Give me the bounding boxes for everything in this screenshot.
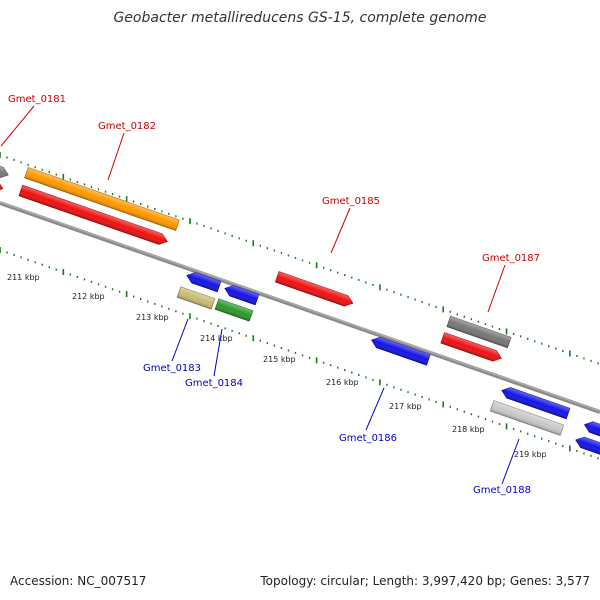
feature-blue-edge-2[interactable] [574, 435, 600, 456]
tick-label-211: 211 kbp [7, 273, 40, 282]
feature-gmet-0184[interactable] [214, 298, 254, 322]
leader-gmet-0188 [501, 438, 520, 485]
feature-gmet-0188[interactable] [489, 400, 565, 436]
feature-gmet-0181[interactable] [0, 159, 10, 180]
feature-gmet-0182[interactable] [24, 166, 180, 232]
leader-gmet-0182 [107, 132, 125, 181]
feature-blue-upper-1[interactable] [185, 270, 222, 293]
leader-gmet-0183 [171, 318, 189, 362]
feature-gmet-0188-shading [490, 400, 564, 436]
feature-blue-edge-2-shading [575, 437, 600, 456]
feature-red-0187-pair-shading [440, 332, 502, 362]
feature-blue-lower-1-shading [501, 387, 570, 419]
feature-blue-upper-2-shading [224, 285, 259, 305]
feature-gmet-0187-shading [446, 316, 512, 348]
gene-features [0, 159, 600, 456]
label-gmet-0185[interactable]: Gmet_0185 [322, 196, 380, 207]
feature-blue-edge-1-shading [584, 421, 600, 437]
leader-gmet-0186 [365, 387, 385, 431]
feature-red-0182-pair-shading [19, 185, 168, 245]
leader-gmet-0181 [0, 105, 35, 147]
tick-label-214: 214 kbp [200, 334, 233, 343]
feature-blue-upper-1-shading [186, 272, 221, 292]
feature-blue-edge-1[interactable] [583, 420, 600, 437]
feature-small-red-left-shading [0, 180, 3, 192]
gene-labels: Gmet_0181 Gmet_0182 Gmet_0185 Gmet_0187 … [8, 94, 540, 496]
tick-label-217: 217 kbp [389, 402, 422, 411]
feature-blue-lower-1[interactable] [500, 385, 571, 420]
feature-red-0187-pair[interactable] [440, 332, 503, 364]
genome-backbone [0, 201, 600, 414]
feature-gmet-0183-shading [177, 286, 215, 310]
feature-gmet-0186[interactable] [370, 335, 431, 366]
label-gmet-0184[interactable]: Gmet_0184 [185, 378, 243, 389]
genome-summary-text: Topology: circular; Length: 3,997,420 bp… [260, 574, 590, 588]
feature-gmet-0185-shading [275, 271, 353, 307]
feature-gmet-0182-shading [24, 167, 180, 231]
label-gmet-0188[interactable]: Gmet_0188 [473, 485, 531, 496]
label-gmet-0183[interactable]: Gmet_0183 [143, 363, 201, 374]
leader-gmet-0184 [213, 328, 223, 377]
genome-title: Geobacter metallireducens GS-15, complet… [113, 10, 487, 26]
label-gmet-0186[interactable]: Gmet_0186 [339, 433, 397, 444]
reverse-ruler [0, 247, 599, 460]
feature-gmet-0181-shading [0, 159, 9, 178]
tick-label-212: 212 kbp [72, 292, 105, 301]
feature-gmet-0185[interactable] [274, 271, 354, 309]
forward-ruler [0, 152, 599, 365]
label-leader-lines [0, 105, 520, 485]
tick-label-215: 215 kbp [263, 355, 296, 364]
tick-label-219: 219 kbp [514, 450, 547, 459]
tick-label-218: 218 kbp [452, 425, 485, 434]
ruler-labels: 211 kbp 212 kbp 213 kbp 214 kbp 215 kbp … [7, 273, 547, 459]
feature-blue-upper-2[interactable] [223, 283, 260, 306]
feature-small-red-left[interactable] [0, 179, 5, 194]
accession-text: Accession: NC_007517 [10, 574, 147, 588]
feature-gmet-0184-shading [215, 298, 253, 322]
feature-gmet-0186-shading [371, 337, 431, 366]
tick-label-216: 216 kbp [326, 378, 359, 387]
tick-label-213: 213 kbp [136, 313, 169, 322]
label-gmet-0187[interactable]: Gmet_0187 [482, 253, 540, 264]
label-gmet-0182[interactable]: Gmet_0182 [98, 121, 156, 132]
feature-gmet-0187[interactable] [446, 315, 512, 349]
genome-backbone-highlight [0, 201, 600, 412]
feature-red-0182-pair[interactable] [18, 184, 169, 246]
feature-gmet-0183[interactable] [176, 286, 216, 310]
leader-gmet-0185 [330, 207, 351, 254]
label-gmet-0181[interactable]: Gmet_0181 [8, 94, 66, 105]
leader-gmet-0187 [487, 264, 506, 313]
